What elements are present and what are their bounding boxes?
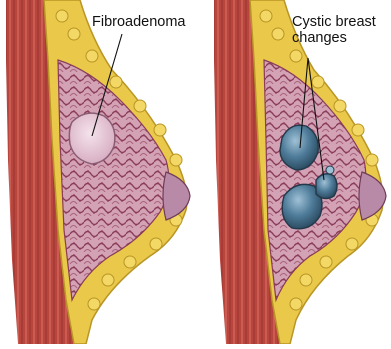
panel-cystic-changes <box>214 0 386 344</box>
cyst <box>316 174 337 199</box>
fibroadenoma-lesion <box>69 113 115 164</box>
label-cystic-breast-changes: Cystic breast changes <box>292 14 376 46</box>
nipple <box>359 172 386 220</box>
label-cystic-line-2: changes <box>292 30 376 46</box>
label-fibroadenoma: Fibroadenoma <box>92 14 186 30</box>
nipple <box>163 172 190 220</box>
cyst <box>280 125 318 170</box>
panel-fibroadenoma <box>6 0 190 344</box>
label-cystic-line-1: Cystic breast <box>292 14 376 30</box>
